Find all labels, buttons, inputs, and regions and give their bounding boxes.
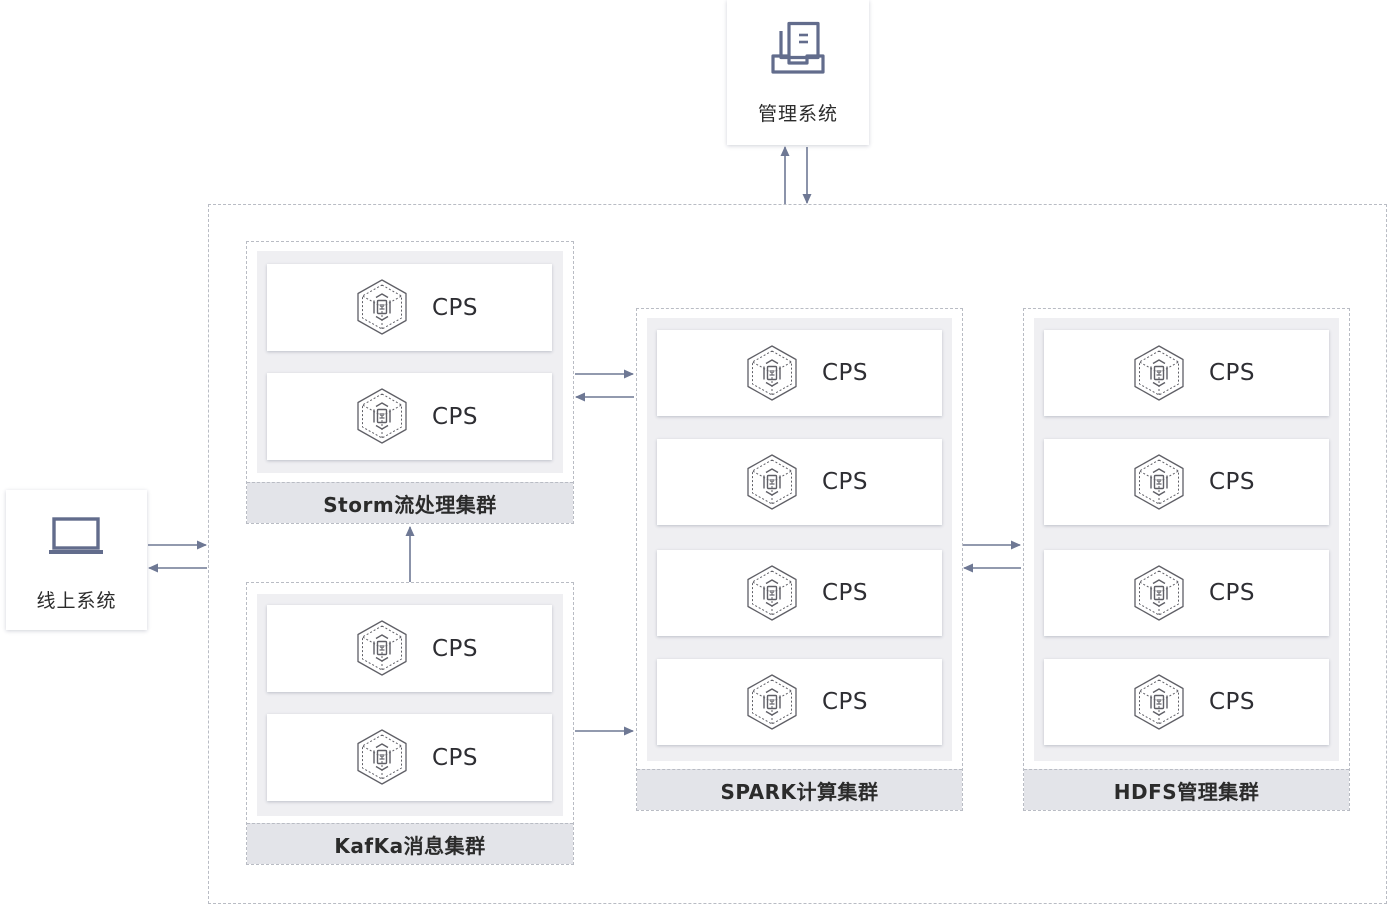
storm-cluster[interactable]: CPS CPS Storm流处理集群 (246, 241, 574, 524)
server-cube-icon (1134, 565, 1184, 621)
cps-node[interactable]: CPS (657, 330, 942, 416)
cps-label: CPS (822, 689, 869, 715)
server-cube-icon (357, 729, 407, 785)
cps-label: CPS (432, 294, 479, 321)
server-cube-icon (357, 279, 407, 335)
cps-label: CPS (432, 403, 479, 430)
online-system-label: 线上系统 (36, 590, 117, 612)
cps-node[interactable]: CPS (1044, 550, 1329, 636)
server-cube-icon (747, 454, 797, 510)
kafka-cluster[interactable]: CPS CPS KafKa消息集群 (246, 582, 574, 865)
cps-label: CPS (1209, 689, 1256, 715)
cps-label: CPS (822, 360, 869, 386)
server-cube-icon (1134, 454, 1184, 510)
cps-label: CPS (1209, 580, 1256, 606)
storm-cluster-title: Storm流处理集群 (247, 482, 573, 523)
server-cube-icon (747, 345, 797, 401)
cps-label: CPS (822, 580, 869, 606)
cps-label: CPS (1209, 360, 1256, 386)
laptop-icon (49, 517, 103, 554)
cps-node[interactable]: CPS (1044, 330, 1329, 416)
cps-node[interactable]: CPS (267, 714, 552, 801)
cps-node[interactable]: CPS (1044, 439, 1329, 525)
cps-node[interactable]: CPS (267, 264, 552, 351)
server-cube-icon (747, 674, 797, 730)
server-cube-icon (747, 565, 797, 621)
spark-cluster-title: SPARK计算集群 (637, 769, 962, 810)
server-cube-icon (357, 388, 407, 444)
cps-label: CPS (432, 635, 479, 662)
kafka-cluster-title: KafKa消息集群 (247, 823, 573, 864)
server-cube-icon (1134, 674, 1184, 730)
spark-cluster[interactable]: CPS CPS CPS (636, 308, 963, 811)
system-boundary (208, 204, 1387, 904)
cps-node[interactable]: CPS (267, 605, 552, 692)
hdfs-cluster-title: HDFS管理集群 (1024, 769, 1349, 810)
server-cube-icon (1134, 345, 1184, 401)
document-tray-icon (771, 21, 825, 74)
cps-label: CPS (822, 469, 869, 495)
online-system-card[interactable]: 线上系统 (6, 490, 147, 630)
cps-node[interactable]: CPS (267, 373, 552, 460)
cps-label: CPS (432, 744, 479, 771)
management-system-card[interactable]: 管理系统 (727, 0, 869, 145)
cps-node[interactable]: CPS (1044, 659, 1329, 745)
cps-label: CPS (1209, 469, 1256, 495)
server-cube-icon (357, 620, 407, 676)
cps-node[interactable]: CPS (657, 659, 942, 745)
management-system-label: 管理系统 (757, 103, 838, 125)
cps-node[interactable]: CPS (657, 439, 942, 525)
hdfs-cluster[interactable]: CPS CPS CPS (1023, 308, 1350, 811)
cps-node[interactable]: CPS (657, 550, 942, 636)
